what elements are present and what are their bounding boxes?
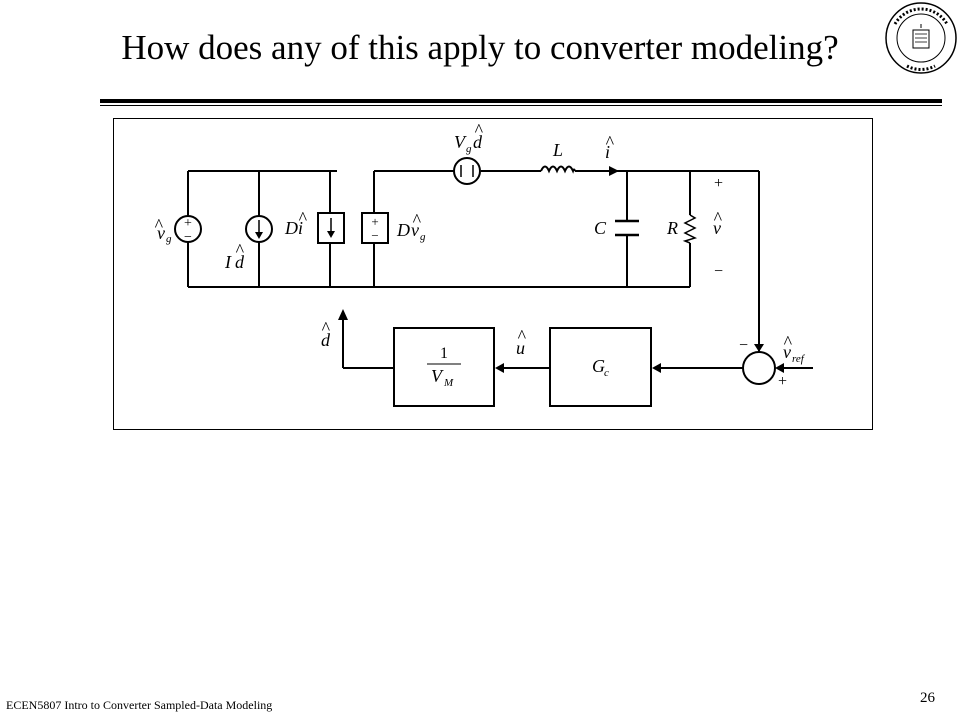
svg-text:c: c	[604, 367, 609, 379]
label-vg: v	[157, 223, 165, 243]
svg-text:+: +	[371, 214, 378, 229]
svg-text:^: ^	[412, 210, 421, 230]
modulator-block-1-over-VM	[393, 327, 495, 407]
dependent-current-source-Di	[317, 212, 345, 244]
label-R: R	[666, 218, 678, 238]
label-v: v	[713, 218, 721, 238]
svg-text:^: ^	[474, 120, 483, 140]
svg-text:g: g	[420, 231, 426, 243]
university-seal-logo	[885, 2, 957, 74]
svg-text:−: −	[184, 230, 192, 245]
svg-text:g: g	[166, 233, 172, 245]
svg-text:^: ^	[783, 332, 792, 352]
svg-text:^: ^	[154, 215, 163, 235]
compensator-block-Gc	[549, 327, 652, 407]
svg-text:v: v	[411, 220, 419, 240]
diagram-frame	[113, 118, 873, 430]
label-Gc: G	[592, 356, 605, 376]
svg-text:^: ^	[235, 240, 244, 260]
svg-text:−: −	[739, 337, 748, 354]
course-footer: ECEN5807 Intro to Converter Sampled-Data…	[6, 698, 273, 712]
svg-text:i: i	[298, 218, 303, 238]
label-L: L	[552, 140, 563, 160]
svg-text:+: +	[778, 373, 787, 390]
label-Vg: V	[454, 132, 467, 152]
summing-junction	[742, 351, 776, 385]
inductor-L	[540, 165, 576, 174]
voltage-source-vg: + −	[174, 215, 202, 245]
label-vref: v	[783, 342, 791, 362]
svg-text:^: ^	[298, 208, 307, 228]
label-D: D	[284, 218, 298, 238]
label-VM: V	[431, 366, 444, 386]
series-voltage-source-Vgd	[453, 157, 481, 185]
label-d: d	[235, 252, 245, 272]
resistor-R	[682, 214, 698, 244]
svg-text:+: +	[714, 175, 723, 192]
svg-text:M: M	[443, 377, 454, 389]
label-i: i	[605, 142, 610, 162]
dependent-voltage-source-Dvg: + −	[361, 212, 389, 244]
label-u: u	[516, 338, 525, 358]
title-underline-thick	[100, 99, 942, 103]
svg-text:−: −	[371, 228, 378, 243]
svg-text:1: 1	[440, 345, 448, 362]
svg-text:ref: ref	[792, 353, 806, 365]
svg-text:D: D	[396, 220, 410, 240]
capacitor-C	[615, 219, 639, 237]
svg-text:−: −	[714, 263, 723, 280]
title-underline-thin	[100, 105, 942, 106]
page-number: 26	[920, 690, 935, 706]
svg-text:^: ^	[321, 318, 330, 338]
converter-block-diagram: + − ^ v g I ^ d D ^ i + − D ^ v g V g ^ …	[113, 118, 873, 430]
svg-text:g: g	[466, 143, 472, 155]
svg-text:^: ^	[605, 132, 614, 152]
label-d-output: d	[321, 330, 331, 350]
current-source-I-d	[245, 215, 273, 243]
label-C: C	[594, 218, 607, 238]
svg-text:^: ^	[517, 326, 526, 346]
svg-text:+: +	[184, 216, 192, 231]
svg-text:^: ^	[713, 208, 722, 228]
svg-text:d: d	[473, 132, 483, 152]
label-I: I	[224, 252, 232, 272]
page-title: How does any of this apply to converter …	[121, 28, 839, 67]
